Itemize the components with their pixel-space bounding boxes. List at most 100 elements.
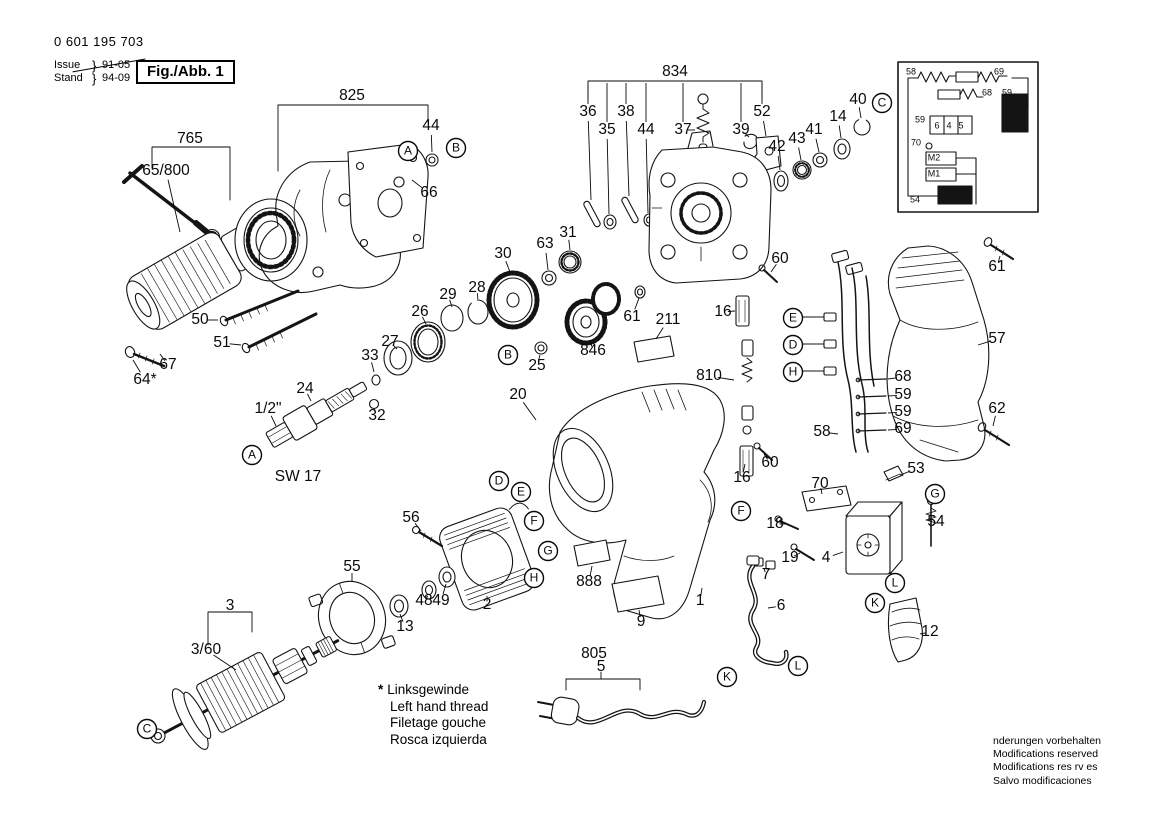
ref-circle-G: G xyxy=(537,540,559,562)
ref-circle-K: K xyxy=(864,592,886,614)
part-label-55: 55 xyxy=(343,558,360,575)
spindle-bearings xyxy=(383,299,489,376)
part-label-26: 26 xyxy=(411,303,428,320)
ref-circle-F: F xyxy=(523,510,545,532)
part-label-765: 765 xyxy=(177,130,203,147)
inset-label-70: 70 xyxy=(911,137,921,147)
svg-text:F: F xyxy=(530,514,537,528)
issue-line: Issue } 91-05 xyxy=(54,59,144,72)
part-label-43: 43 xyxy=(788,130,805,147)
chuck-screws xyxy=(219,289,318,354)
modification-notes: nderungen vorbehalten Modifications rese… xyxy=(993,735,1101,788)
part-label-13: 13 xyxy=(396,618,413,635)
asterisk-marker: * xyxy=(378,682,384,697)
svg-text:B: B xyxy=(452,141,460,155)
svg-text:G: G xyxy=(930,487,939,501)
part-label-32: 32 xyxy=(368,407,385,424)
note-line: Modifications reserved xyxy=(993,748,1099,761)
spindle-bearing-ring xyxy=(234,198,308,282)
part-label-3: 3 xyxy=(226,597,235,614)
thread-note-line: Rosca izquierda xyxy=(390,731,487,747)
svg-text:K: K xyxy=(723,670,731,684)
armature xyxy=(155,636,340,750)
field-stator xyxy=(439,502,535,611)
ref-circle-C: C xyxy=(136,718,158,740)
part-label-70: 70 xyxy=(811,475,829,492)
part-label-68: 68 xyxy=(894,368,911,385)
wiring-schematic-inset xyxy=(897,61,1039,213)
part-label-14: 14 xyxy=(829,108,847,125)
inset-label-59: 59 xyxy=(915,114,925,124)
part-label-69: 69 xyxy=(894,420,911,437)
handle xyxy=(886,245,990,462)
svg-text:E: E xyxy=(789,311,797,325)
part-label-825: 825 xyxy=(339,87,365,104)
bearing-plate xyxy=(308,580,396,656)
part-label-33: 33 xyxy=(361,347,378,364)
ref-circle-B: B xyxy=(445,137,467,159)
left-hand-screw xyxy=(124,346,166,368)
stand-value: 94-09 xyxy=(102,72,131,84)
gear-housing xyxy=(648,130,772,284)
svg-text:H: H xyxy=(789,365,798,379)
part-label-60: 60 xyxy=(771,250,789,267)
part-label-56: 56 xyxy=(402,509,419,526)
ref-circle-K: K xyxy=(716,666,738,688)
part-label-805: 805 xyxy=(581,645,607,662)
svg-text:A: A xyxy=(248,448,256,462)
part-label-30: 30 xyxy=(494,245,512,262)
armature-washers xyxy=(389,566,456,618)
part-label-31: 31 xyxy=(559,224,576,241)
part-label-888: 888 xyxy=(576,573,602,590)
stand-label: Stand xyxy=(54,72,83,84)
ref-circle-D: D xyxy=(488,470,510,492)
svg-text:H: H xyxy=(530,571,539,585)
part-label-834: 834 xyxy=(662,63,688,80)
part-label-51: 51 xyxy=(213,334,230,351)
part-label-12: 1/2" xyxy=(254,400,281,417)
part-label-16: 16 xyxy=(733,469,750,486)
part-label-50: 50 xyxy=(191,311,209,328)
part-label-48: 48 xyxy=(415,592,432,609)
figure-label: Fig./Abb. 1 xyxy=(136,60,235,84)
svg-text:A: A xyxy=(404,144,412,158)
part-label-64: 64* xyxy=(133,371,156,388)
brace: } xyxy=(92,71,97,86)
ref-circle-E: E xyxy=(782,307,804,329)
part-label-38: 38 xyxy=(617,103,634,120)
part-label-29: 29 xyxy=(439,286,456,303)
part-label-18: 18 xyxy=(766,515,783,532)
inset-label-M1: M1 xyxy=(928,168,941,178)
part-label-42: 42 xyxy=(768,138,785,155)
part-label-5: 5 xyxy=(597,658,606,675)
part-label-65800: 65/800 xyxy=(142,162,190,179)
ref-circle-B: B xyxy=(497,344,519,366)
wiring-harness xyxy=(802,249,887,453)
drill-artwork xyxy=(122,61,1039,750)
stator-screw xyxy=(411,525,444,548)
part-label-28: 28 xyxy=(468,279,485,296)
carbon-brush-assembly xyxy=(735,264,778,477)
part-label-44: 44 xyxy=(637,121,655,138)
leader-lines xyxy=(132,83,1001,679)
ref-circle-G: G xyxy=(924,483,946,505)
part-label-58: 58 xyxy=(813,423,830,440)
thread-note: *Linksgewinde Left hand thread Filetage … xyxy=(378,682,488,748)
part-label-25: 25 xyxy=(528,357,545,374)
motor-housing xyxy=(548,383,725,620)
svg-text:L: L xyxy=(795,659,802,673)
part-label-36: 36 xyxy=(579,103,596,120)
switch-assembly xyxy=(753,465,937,575)
part-label-846: 846 xyxy=(580,342,606,359)
part-label-41: 41 xyxy=(805,121,822,138)
inset-label-68: 68 xyxy=(982,87,992,97)
part-label-53: 53 xyxy=(907,460,924,477)
ref-circle-L: L xyxy=(787,655,809,677)
part-label-16: 16 xyxy=(714,303,731,320)
inset-label-5: 5 xyxy=(958,120,963,130)
part-label-61: 61 xyxy=(623,308,640,325)
spindle-ball-and-ring xyxy=(368,374,381,410)
issue-label: Issue xyxy=(54,59,81,71)
